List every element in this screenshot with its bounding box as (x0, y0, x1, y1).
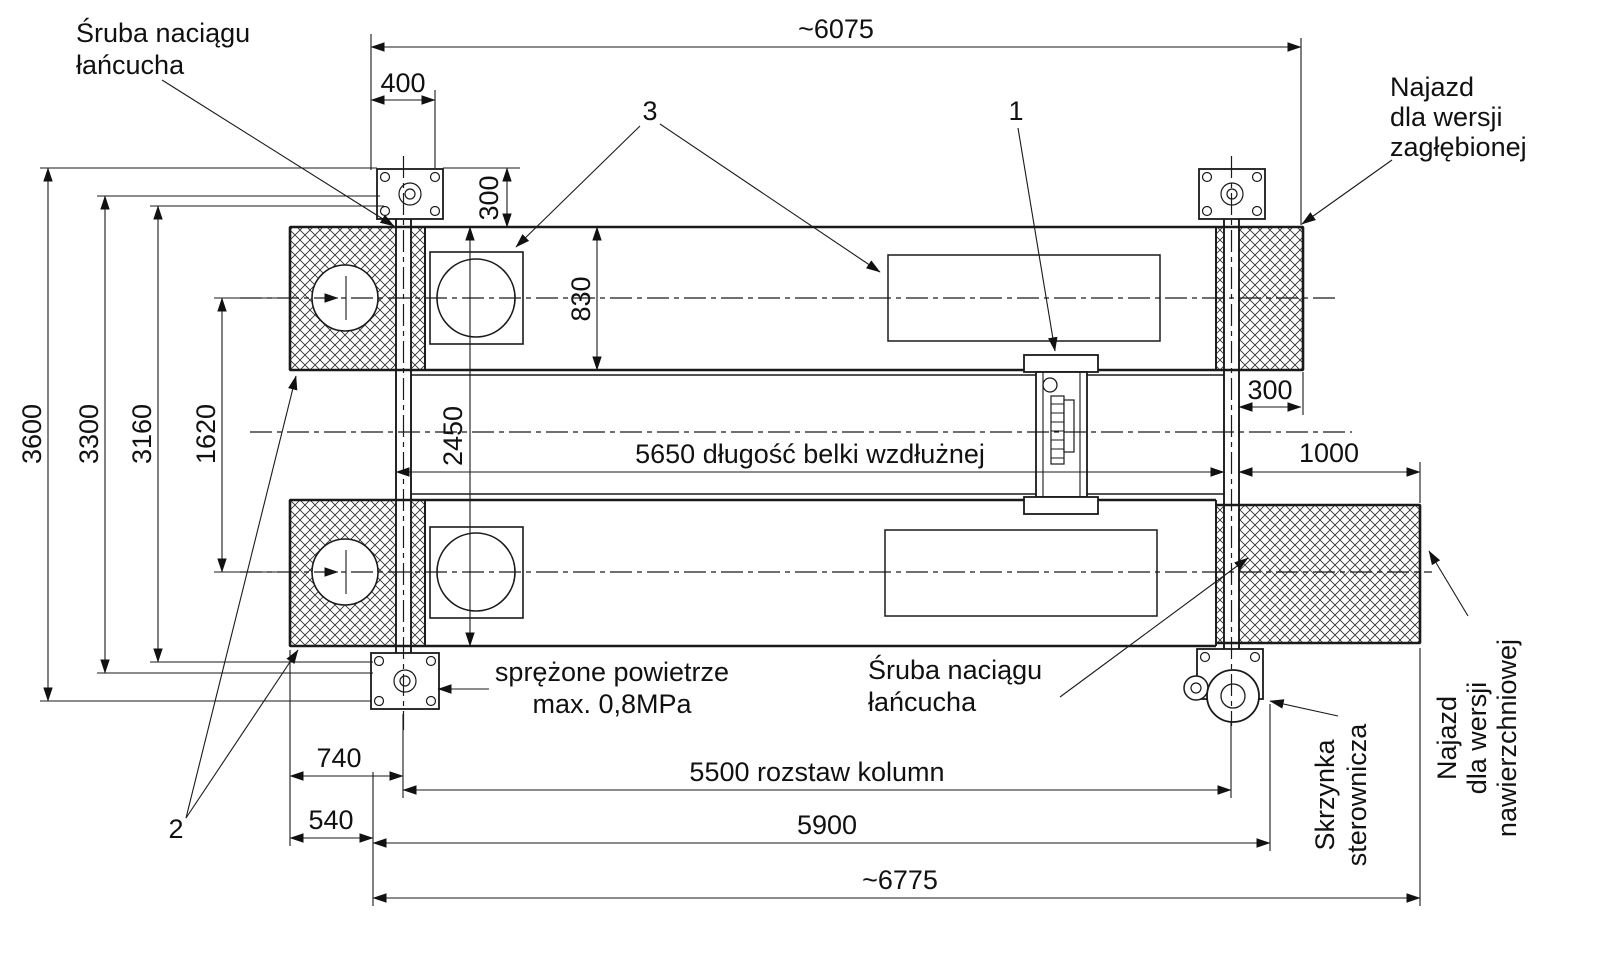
flange-bottom-left (370, 652, 440, 710)
dim-3160: 3160 (127, 404, 157, 464)
chain-left (395, 219, 412, 653)
dim-overall-top: ~6075 (798, 14, 874, 44)
platform-bottom-inner-edges (411, 493, 1224, 646)
leader-ramp-surface (1428, 550, 1469, 617)
part-number-3: 3 (642, 96, 657, 126)
leader-part2-a (185, 649, 299, 819)
label-control-box-line1: Skrzynka (1310, 739, 1340, 851)
centerlines (240, 156, 1432, 730)
control-box-assembly (1183, 648, 1264, 723)
label-ramp-recessed-line3: zagłębionej (1390, 132, 1527, 162)
lock-top-plate (1023, 354, 1099, 373)
dim-3300: 3300 (74, 404, 104, 464)
label-air-supply-line2: max. 0,8MPa (532, 689, 692, 719)
label-chain-screw-top-line2: łańcucha (76, 50, 185, 80)
dim-540: 540 (308, 805, 353, 835)
label-ramp-surface-line3: nawierzchniowej (1492, 639, 1522, 837)
label-air-supply-line1: sprężone powietrze (495, 657, 729, 687)
leader-lines (161, 79, 1469, 819)
dim-3600: 3600 (17, 404, 47, 464)
dim-400: 400 (380, 68, 425, 98)
wheel-stop-bottom (884, 529, 1158, 617)
lock-bottom-plate (1023, 496, 1099, 515)
cross-lock-mechanism (1023, 354, 1099, 515)
leader-control-box (1269, 699, 1339, 717)
label-ramp-recessed-line2: dla wersji (1390, 102, 1503, 132)
label-ramp-surface-line1: Najazd (1432, 696, 1462, 780)
dimension-texts: ~6075 400 300 830 3600 3300 3160 1620 24… (17, 14, 1359, 895)
part-number-1: 1 (1008, 96, 1023, 126)
leader-part3-b (659, 123, 881, 273)
leader-part3-a (515, 125, 641, 248)
leader-chain-screw-bottom (1059, 557, 1249, 698)
ramp-bottom-right-surface (1215, 504, 1421, 644)
label-chain-screw-top-line1: Śruba naciągu (76, 16, 250, 48)
dim-1000: 1000 (1299, 438, 1359, 468)
dim-300-top: 300 (474, 175, 504, 220)
dim-1620: 1620 (191, 404, 221, 464)
lock-chain (1050, 395, 1065, 465)
label-ramp-surface-line2: dla wersji (1462, 682, 1492, 795)
label-ramp-recessed-line1: Najazd (1390, 72, 1474, 102)
dim-740: 740 (316, 743, 361, 773)
leader-part1 (1017, 127, 1058, 352)
lock-slide (1063, 399, 1075, 453)
leader-ramp-recessed (1301, 159, 1393, 225)
dim-300-right: 300 (1247, 375, 1292, 405)
chain-right (1223, 219, 1240, 649)
flange-bottom-left-bolts (373, 655, 437, 707)
leader-chain-screw-top (161, 79, 395, 227)
label-chain-screw-bottom-line2: łańcucha (868, 687, 977, 717)
dim-2450: 2450 (438, 406, 468, 466)
callout-texts: Śruba naciągu łańcucha 3 1 2 Najazd dla … (76, 16, 1527, 866)
dimension-lines (43, 42, 1421, 903)
lock-pin (1042, 377, 1058, 393)
motor-small-circle (1183, 675, 1209, 701)
dim-5500-column-spacing: 5500 rozstaw kolumn (689, 757, 944, 787)
leader-part2-b (185, 375, 298, 819)
flange-top-left (376, 168, 444, 220)
lock-chain-links (1051, 403, 1064, 459)
part-number-2: 2 (168, 814, 183, 844)
dim-overall-bottom: ~6775 (862, 865, 938, 895)
label-control-box-line2: sterownicza (1342, 723, 1372, 867)
dim-5900: 5900 (797, 810, 857, 840)
dim-830: 830 (566, 276, 596, 321)
dim-5650-beam-length: 5650 długość belki wzdłużnej (635, 439, 985, 469)
motor-circle (1206, 669, 1260, 723)
label-chain-screw-bottom-line1: Śruba naciągu (868, 653, 1042, 685)
